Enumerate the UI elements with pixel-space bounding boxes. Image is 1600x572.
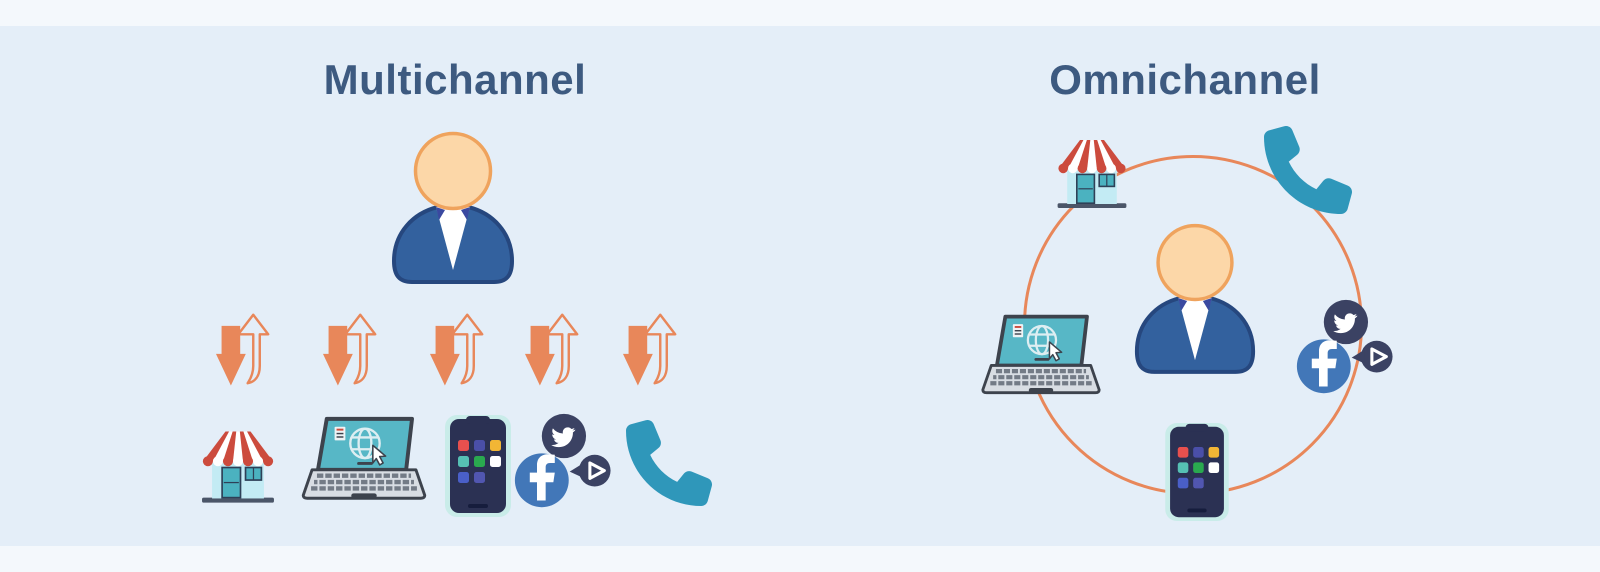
smartphone-app-icon xyxy=(444,414,512,518)
laptop-website-icon xyxy=(980,310,1102,404)
two-way-arrows-icon xyxy=(622,311,678,393)
two-way-arrows-icon xyxy=(322,311,378,393)
customer-person-icon xyxy=(1129,222,1261,376)
store-icon xyxy=(192,419,284,511)
store-icon xyxy=(1048,128,1136,216)
two-way-arrows-icon xyxy=(215,311,271,393)
two-way-arrows-icon xyxy=(429,311,485,393)
multichannel-title: Multichannel xyxy=(323,56,587,103)
phone-handset-icon xyxy=(626,420,712,506)
smartphone-app-icon xyxy=(1164,422,1230,522)
social-media-icon xyxy=(1294,296,1394,400)
social-media-icon xyxy=(512,410,612,514)
phone-handset-icon xyxy=(1264,126,1352,214)
customer-person-icon xyxy=(386,130,520,286)
laptop-website-icon xyxy=(300,412,428,510)
omnichannel-title: Omnichannel xyxy=(1049,56,1321,103)
two-way-arrows-icon xyxy=(524,311,580,393)
